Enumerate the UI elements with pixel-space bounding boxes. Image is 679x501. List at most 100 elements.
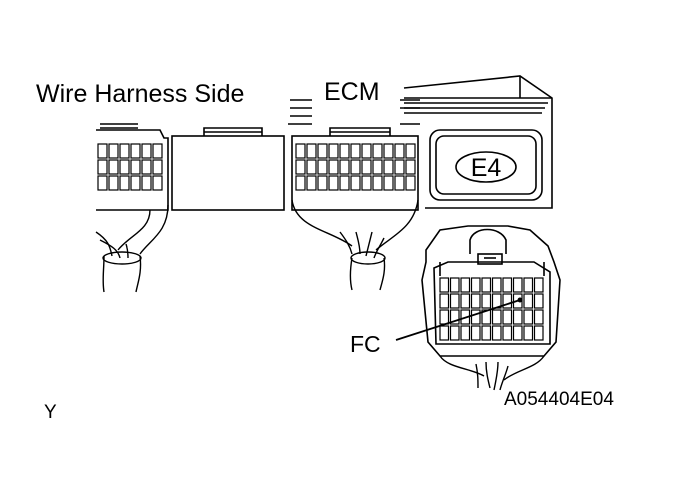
terminal-cavity [295, 143, 306, 159]
terminal-cavity [361, 175, 372, 191]
center-connector-terminal-grid [295, 143, 416, 191]
terminal-cavity [502, 277, 513, 293]
terminal-cavity [130, 143, 141, 159]
terminal-cavity [383, 159, 394, 175]
terminal-cavity [481, 277, 492, 293]
terminal-cavity [152, 143, 163, 159]
terminal-cavity [130, 159, 141, 175]
terminal-cavity [383, 143, 394, 159]
terminal-cavity [108, 175, 119, 191]
terminal-cavity [502, 309, 513, 325]
terminal-cavity [460, 325, 471, 341]
terminal-cavity [108, 159, 119, 175]
terminal-cavity [449, 277, 460, 293]
terminal-cavity [533, 293, 544, 309]
terminal-cavity [491, 309, 502, 325]
terminal-cavity [394, 159, 405, 175]
terminal-cavity [306, 143, 317, 159]
terminal-cavity [339, 143, 350, 159]
view-mark-label: Y [44, 402, 57, 423]
terminal-cavity [523, 293, 534, 309]
left-connector-terminal-grid [97, 143, 163, 191]
terminal-cavity [152, 159, 163, 175]
terminal-cavity [512, 277, 523, 293]
terminal-cavity [328, 143, 339, 159]
terminal-cavity [533, 277, 544, 293]
terminal-cavity [306, 175, 317, 191]
terminal-cavity [481, 325, 492, 341]
terminal-cavity [470, 325, 481, 341]
terminal-cavity [317, 175, 328, 191]
fc-leader-line [395, 299, 521, 341]
terminal-cavity [533, 325, 544, 341]
fc-harness [439, 355, 545, 391]
terminal-cavity [339, 159, 350, 175]
terminal-cavity [372, 175, 383, 191]
terminal-cavity [328, 159, 339, 175]
terminal-cavity [460, 277, 471, 293]
terminal-cavity [405, 159, 416, 175]
terminal-cavity [119, 143, 130, 159]
terminal-cavity [502, 293, 513, 309]
terminal-cavity [449, 325, 460, 341]
terminal-cavity [470, 277, 481, 293]
terminal-cavity [339, 175, 350, 191]
terminal-cavity [97, 159, 108, 175]
terminal-cavity [512, 309, 523, 325]
terminal-cavity [317, 143, 328, 159]
terminal-cavity [439, 325, 450, 341]
ecm-label: ECM [324, 78, 380, 106]
center-connector [291, 127, 419, 211]
terminal-cavity [449, 293, 460, 309]
terminal-cavity [405, 175, 416, 191]
terminal-cavity [523, 309, 534, 325]
figure-id-label: A054404E04 [504, 389, 614, 410]
terminal-cavity [152, 175, 163, 191]
terminal-cavity [361, 159, 372, 175]
terminal-cavity [405, 143, 416, 159]
left-harness [95, 204, 169, 293]
terminal-cavity [502, 325, 513, 341]
terminal-cavity [383, 175, 394, 191]
terminal-cavity [523, 277, 534, 293]
terminal-cavity [119, 175, 130, 191]
ecm-housing [403, 75, 553, 209]
terminal-cavity [350, 175, 361, 191]
terminal-cavity [372, 143, 383, 159]
middle-connector-block [171, 127, 285, 211]
terminal-cavity [439, 309, 450, 325]
fc-connector [421, 225, 561, 357]
terminal-cavity [523, 325, 534, 341]
left-connector [96, 123, 169, 211]
terminal-cavity [295, 175, 306, 191]
terminal-cavity [350, 159, 361, 175]
terminal-cavity [361, 143, 372, 159]
terminal-cavity [141, 159, 152, 175]
ecm-guide-lines [288, 99, 420, 125]
terminal-cavity [97, 143, 108, 159]
terminal-cavity [512, 325, 523, 341]
terminal-cavity [97, 175, 108, 191]
terminal-cavity [317, 159, 328, 175]
terminal-cavity [306, 159, 317, 175]
fc-connector-terminal-grid [439, 277, 544, 341]
terminal-cavity [141, 143, 152, 159]
terminal-cavity [108, 143, 119, 159]
terminal-cavity [130, 175, 141, 191]
terminal-cavity [491, 325, 502, 341]
wire-harness-side-label: Wire Harness Side [36, 80, 244, 108]
terminal-cavity [119, 159, 130, 175]
fc-terminal-dot [517, 297, 523, 303]
terminal-cavity [449, 309, 460, 325]
terminal-cavity [372, 159, 383, 175]
center-harness [291, 199, 419, 291]
terminal-cavity [439, 293, 450, 309]
terminal-cavity [470, 293, 481, 309]
terminal-cavity [350, 143, 361, 159]
terminal-cavity [470, 309, 481, 325]
connector-code-label: E4 [471, 154, 502, 182]
terminal-cavity [481, 293, 492, 309]
terminal-cavity [439, 277, 450, 293]
